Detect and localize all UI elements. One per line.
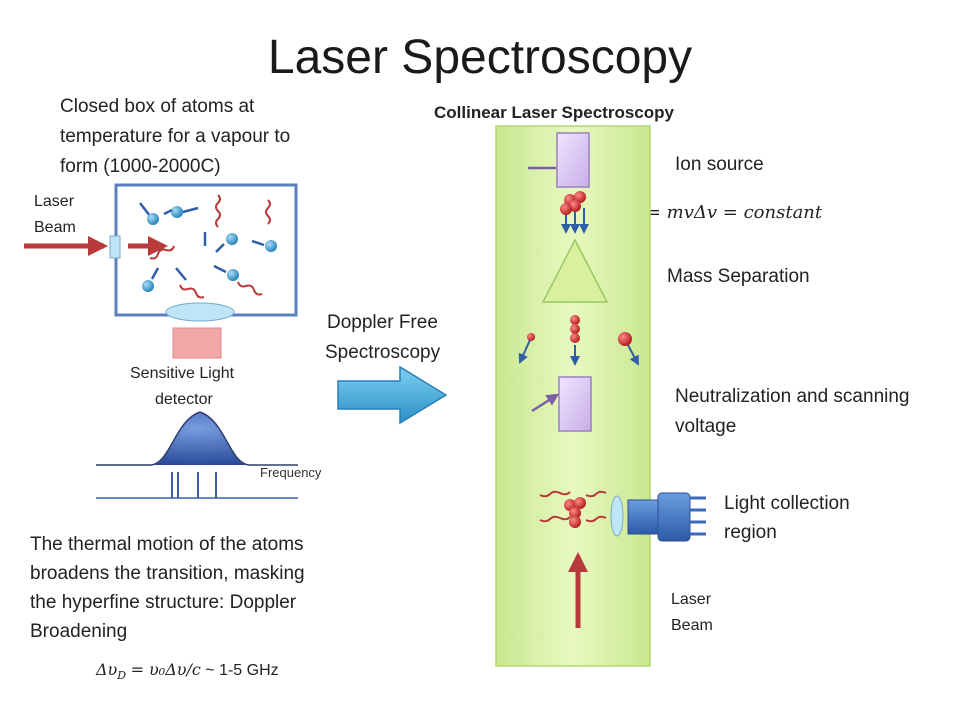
mass-separator-triangle bbox=[541, 238, 609, 303]
neutralization-box bbox=[558, 376, 592, 432]
energy-equation: ΔE = mvΔv = constant bbox=[614, 202, 823, 223]
light-collection-line-1: Light collection bbox=[724, 493, 850, 514]
separated-ions bbox=[518, 315, 639, 366]
ion-source-label: Ion source bbox=[675, 154, 764, 175]
thermal-text-line-2: broadens the transition, masking bbox=[30, 563, 305, 584]
v-arrow-mid bbox=[531, 393, 560, 413]
laser-beam-label-1: Laser bbox=[34, 193, 75, 210]
box-window bbox=[109, 235, 121, 259]
box-caption-line-2: temperature for a vapour to bbox=[60, 126, 291, 147]
photon-wiggles-box bbox=[149, 194, 271, 299]
atoms-group bbox=[139, 202, 277, 292]
doppler-free-line-2: Spectroscopy bbox=[325, 342, 441, 363]
collection-lens bbox=[610, 495, 624, 537]
formula-prefix: Δυ bbox=[96, 660, 118, 679]
frequency-label: Frequency bbox=[260, 465, 322, 480]
light-collection-line-2: region bbox=[724, 522, 777, 543]
pmt-body bbox=[627, 499, 659, 535]
detector-box bbox=[172, 327, 222, 359]
box-caption-line-3: form (1000-2000C) bbox=[60, 156, 221, 177]
detector-lens bbox=[165, 302, 235, 322]
pmt-head bbox=[657, 492, 691, 542]
detector-label-2: detector bbox=[155, 391, 213, 408]
formula-suffix: ~ 1-5 GHz bbox=[205, 662, 279, 679]
laser-beam-label-2: Beam bbox=[34, 219, 76, 236]
formula-sub: D bbox=[117, 669, 127, 683]
mass-separation-label: Mass Separation bbox=[667, 266, 810, 287]
doppler-peak bbox=[96, 411, 298, 466]
light-collection-group bbox=[539, 490, 706, 542]
thermal-text-line-1: The thermal motion of the atoms bbox=[30, 534, 304, 555]
doppler-free-line-1: Doppler Free bbox=[327, 312, 438, 333]
formula-mid: = υ₀Δυ/c bbox=[130, 660, 201, 679]
doppler-formula: ΔυD = υ₀Δυ/c ~ 1-5 GHz bbox=[96, 660, 279, 682]
ion-cluster-top bbox=[560, 191, 589, 234]
neutralization-line-2: voltage bbox=[675, 416, 737, 437]
thermal-text-line-4: Broadening bbox=[30, 621, 128, 642]
neutralization-line-1: Neutralization and scanning bbox=[675, 386, 910, 407]
thermal-text-line-3: the hyperfine structure: Doppler bbox=[30, 592, 297, 613]
page-title: Laser Spectroscopy bbox=[267, 31, 693, 84]
doppler-free-arrow bbox=[337, 365, 448, 425]
box-caption-line-1: Closed box of atoms at bbox=[60, 96, 255, 117]
ion-source-box bbox=[556, 132, 590, 188]
laser-beam-right-2: Beam bbox=[671, 617, 713, 634]
collinear-heading: Collinear Laser Spectroscopy bbox=[434, 103, 674, 122]
laser-beam-right-1: Laser bbox=[671, 591, 712, 608]
detector-label-1: Sensitive Light bbox=[130, 365, 235, 382]
